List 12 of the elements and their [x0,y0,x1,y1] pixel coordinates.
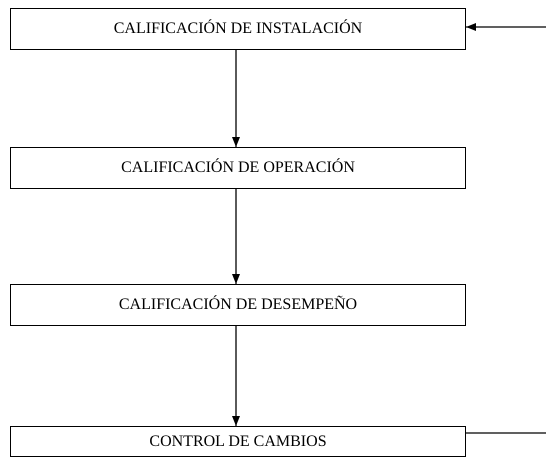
box-label: CALIFICACIÓN DE OPERACIÓN [121,159,355,177]
arrow [232,326,240,426]
box-label: CALIFICACIÓN DE DESEMPEÑO [118,296,358,314]
box-label: CALIFICACIÓN DE INSTALACIÓN [114,20,362,38]
process-box [10,284,466,326]
process-box [10,147,466,189]
process-box [10,426,466,457]
arrow [232,50,240,147]
arrow [232,189,240,284]
arrow [466,23,546,31]
box-label: CONTROL DE CAMBIOS [149,432,327,450]
process-box [10,8,466,50]
